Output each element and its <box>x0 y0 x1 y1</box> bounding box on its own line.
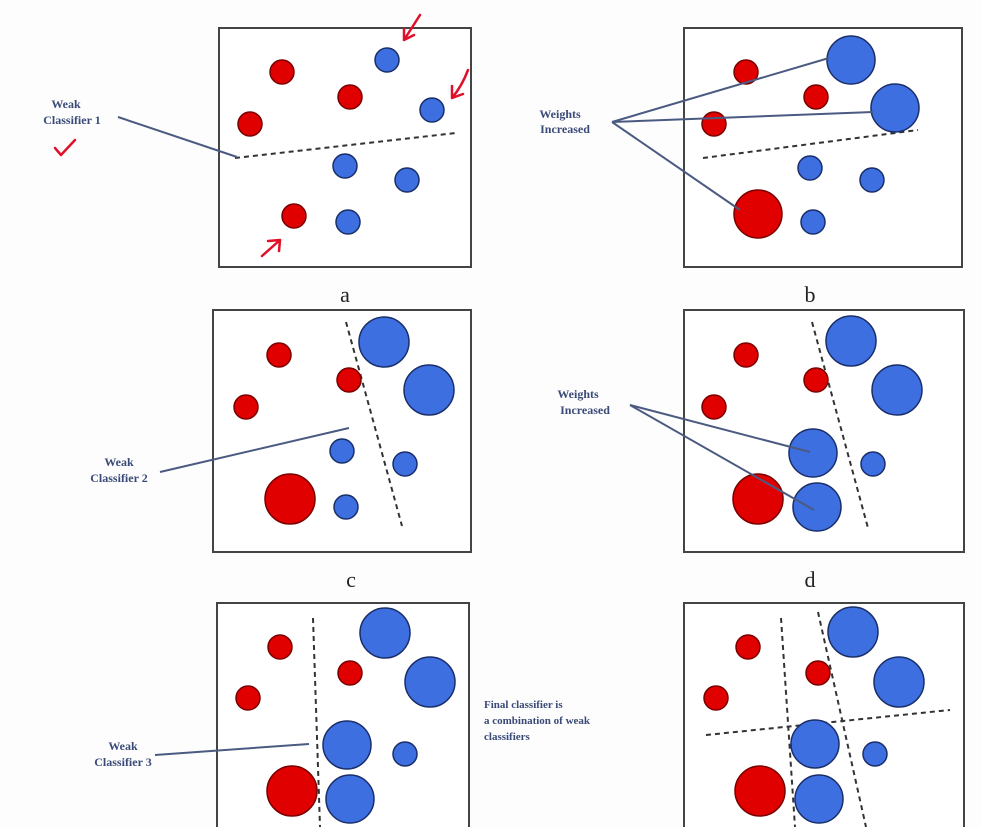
red-point <box>337 84 363 110</box>
leader-line <box>611 121 741 211</box>
blue-point-weighted <box>873 656 925 708</box>
red-point <box>733 59 759 85</box>
blue-point-weighted <box>794 774 844 824</box>
leader-line <box>629 404 811 453</box>
red-point-weighted <box>264 473 316 525</box>
decision-boundary <box>234 132 457 159</box>
red-point <box>735 634 761 660</box>
red-point <box>269 59 295 85</box>
blue-point <box>797 155 823 181</box>
annotation-line: Increased <box>540 122 590 136</box>
panel-f <box>683 602 965 827</box>
annotation-line: Classifier 3 <box>94 755 151 769</box>
red-point <box>701 111 727 137</box>
panel-frame <box>683 27 963 268</box>
blue-point <box>392 451 418 477</box>
annotation-line: Classifier 1 <box>43 113 100 127</box>
blue-point <box>374 47 400 73</box>
annotation-line: Weights <box>557 387 599 401</box>
blue-point <box>335 209 361 235</box>
annotation-line: Weak <box>51 97 81 111</box>
annotation-line: Weights <box>539 107 581 121</box>
red-point <box>337 660 363 686</box>
blue-point-weighted <box>358 316 410 368</box>
panel-c: Weak Classifier 2 c <box>90 309 472 592</box>
blue-point-weighted <box>403 364 455 416</box>
red-point-weighted <box>732 473 784 525</box>
blue-point <box>394 167 420 193</box>
red-point <box>701 394 727 420</box>
panel-e: Weak Classifier 3 <box>94 602 470 827</box>
red-point <box>266 342 292 368</box>
panel-caption: d <box>805 567 816 592</box>
annotation-line: Weak <box>108 739 138 753</box>
checkmark-icon <box>53 138 77 157</box>
blue-point-weighted <box>790 719 840 769</box>
blue-point-weighted <box>404 656 456 708</box>
blue-point-weighted <box>871 364 923 416</box>
red-point <box>805 660 831 686</box>
arrow-icon <box>402 13 422 42</box>
red-point <box>237 111 263 137</box>
red-point <box>336 367 362 393</box>
blue-point-weighted <box>826 35 876 85</box>
note-line: Final classifier is <box>484 699 563 711</box>
panel-caption: a <box>340 282 350 307</box>
red-point <box>733 342 759 368</box>
red-point <box>281 203 307 229</box>
blue-point <box>329 438 355 464</box>
decision-boundary <box>312 617 321 827</box>
red-point <box>235 685 261 711</box>
panel-d: Weights Increased d <box>557 309 965 592</box>
leader-line <box>154 743 310 756</box>
leader-line <box>159 427 350 473</box>
arrow-icon <box>450 68 470 100</box>
decision-boundary <box>705 709 951 736</box>
annotation-line: Weak <box>104 455 134 469</box>
note-line: a combination of weak <box>484 715 591 727</box>
decision-boundary <box>780 617 796 827</box>
panel-a: Weak Classifier 1 a <box>43 13 472 307</box>
leader-line <box>117 116 238 158</box>
blue-point-weighted <box>825 315 877 367</box>
panel-caption: c <box>346 567 356 592</box>
annotation-line: Increased <box>560 403 610 417</box>
decision-boundary <box>817 611 867 827</box>
red-point <box>803 367 829 393</box>
red-point <box>233 394 259 420</box>
leader-line <box>611 57 830 123</box>
decision-boundary <box>702 129 919 159</box>
blue-point <box>862 741 888 767</box>
blue-point <box>333 494 359 520</box>
panel-b: Weights Increased b <box>539 27 963 307</box>
red-point <box>267 634 293 660</box>
red-point-weighted <box>266 765 318 817</box>
panel-caption: b <box>805 282 816 307</box>
leader-line <box>611 111 874 123</box>
blue-point-weighted <box>322 720 372 770</box>
annotation-line: Classifier 2 <box>90 471 147 485</box>
blue-point <box>800 209 826 235</box>
blue-point <box>419 97 445 123</box>
blue-point <box>859 167 885 193</box>
red-point <box>803 84 829 110</box>
blue-point-weighted <box>788 428 838 478</box>
note-line: classifiers <box>484 731 531 743</box>
final-classifier-note: Final classifier is a combination of wea… <box>484 699 591 743</box>
leader-line <box>629 404 815 511</box>
blue-point-weighted <box>325 774 375 824</box>
blue-point <box>860 451 886 477</box>
blue-point-weighted <box>827 606 879 658</box>
blue-point-weighted <box>359 607 411 659</box>
red-point <box>703 685 729 711</box>
red-point-weighted <box>734 765 786 817</box>
red-point-weighted <box>733 189 783 239</box>
blue-point <box>392 741 418 767</box>
blue-point <box>332 153 358 179</box>
blue-point-weighted <box>792 482 842 532</box>
blue-point-weighted <box>870 83 920 133</box>
arrow-icon <box>260 238 282 258</box>
